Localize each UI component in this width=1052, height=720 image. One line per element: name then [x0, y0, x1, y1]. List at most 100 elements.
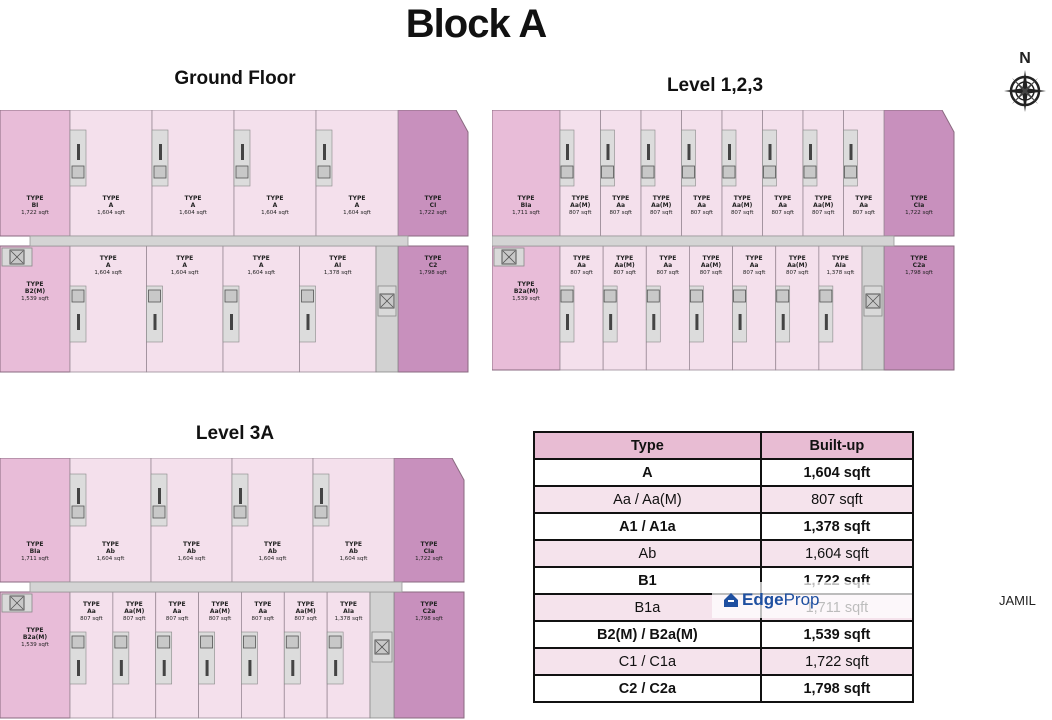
unit-area-label: 1,722 sqft — [419, 210, 448, 216]
wall-marker — [334, 660, 338, 676]
unit-code-label: BI — [32, 202, 39, 209]
unit-code-label: Aa — [778, 202, 787, 209]
corner-unit-bottom-right — [397, 245, 469, 373]
unit-area-label: 807 sqft — [166, 616, 189, 622]
wall-marker — [205, 660, 209, 676]
lift-icon — [152, 505, 166, 519]
corner-unit-top-right — [883, 110, 955, 237]
unit-type-label: TYPE — [264, 541, 281, 548]
unit-area-label: 1,604 sqft — [259, 556, 288, 562]
unit-area-label: 807 sqft — [812, 210, 835, 216]
unit-area-label: 1,798 sqft — [415, 616, 444, 622]
corner-unit-top-right — [397, 110, 469, 237]
lift-icon — [71, 289, 85, 303]
unit-type-label: TYPE — [616, 255, 633, 262]
unit-area-label: 1,604 sqft — [343, 210, 372, 216]
wall-marker — [738, 314, 742, 330]
unit-type-label: TYPE — [169, 601, 186, 608]
wall-marker — [647, 144, 650, 160]
unit-type-label: TYPE — [425, 255, 442, 262]
unit-type-cell: Ab — [533, 539, 762, 568]
wall-marker — [323, 144, 326, 160]
unit-area-label: 807 sqft — [609, 210, 632, 216]
unit-code-label: Ab — [349, 548, 359, 555]
lift-icon — [317, 165, 331, 179]
unit-code-label: Aa(M) — [296, 608, 316, 615]
unit-type-label: TYPE — [27, 541, 44, 548]
unit-area-label: 807 sqft — [613, 270, 636, 276]
corner-unit-bottom-right — [883, 245, 955, 371]
unit-area-label: 1,604 sqft — [97, 556, 126, 562]
unit-type-label: TYPE — [297, 601, 314, 608]
unit-area-label: 1,539 sqft — [21, 296, 50, 302]
unit-code-label: Aa(M) — [787, 262, 807, 269]
unit-type-label: TYPE — [27, 195, 44, 202]
wall-marker — [77, 488, 80, 504]
lift-icon — [819, 289, 833, 303]
lift-icon — [243, 635, 256, 649]
built-up-cell: 1,604 sqft — [759, 458, 915, 487]
corridor — [492, 235, 895, 247]
unit-area-label: 1,539 sqft — [21, 642, 50, 648]
lift-icon — [153, 165, 167, 179]
unit-area-label: 1,711 sqft — [512, 210, 541, 216]
unit-area-label: 1,604 sqft — [261, 210, 290, 216]
unit-area-label: 807 sqft — [80, 616, 103, 622]
compass-icon — [1004, 70, 1046, 112]
unit-area-label: 1,604 sqft — [179, 210, 208, 216]
unit-code-label: Aa — [750, 262, 759, 269]
unit-code-label: Aa(M) — [701, 262, 721, 269]
unit-area-label: 1,604 sqft — [97, 210, 126, 216]
wall-marker — [320, 488, 323, 504]
lift-cross — [375, 640, 389, 654]
corridor — [29, 235, 409, 247]
unit-area-label: 807 sqft — [569, 210, 592, 216]
unit-type-label: TYPE — [27, 281, 44, 288]
lift-icon — [601, 165, 614, 179]
unit-type-cell: B2(M) / B2a(M) — [533, 620, 762, 649]
wall-marker — [728, 144, 731, 160]
unit-area-label: 807 sqft — [123, 616, 146, 622]
wall-marker — [606, 144, 610, 160]
lift-icon — [233, 505, 247, 519]
ground-floor-title: Ground Floor — [174, 68, 296, 89]
unit-type-label: TYPE — [253, 255, 270, 262]
wall-marker — [824, 314, 828, 330]
corner-unit-top-left — [0, 458, 71, 583]
lift-icon — [641, 165, 655, 179]
lift-icon — [763, 165, 776, 179]
level-123-title: Level 1,2,3 — [666, 75, 764, 96]
wall-marker — [241, 144, 244, 160]
corner-unit-top-left — [492, 110, 561, 237]
unit-type-label: TYPE — [789, 255, 806, 262]
lift-icon — [235, 165, 249, 179]
unit-code-label: Ab — [187, 548, 197, 555]
corner-unit-bottom-left — [0, 245, 71, 373]
watermark-brand-prop: Prop — [783, 590, 820, 609]
lift-icon — [646, 289, 660, 303]
lift-icon — [224, 289, 238, 303]
table-row: B2(M) / B2a(M)1,539 sqft — [533, 620, 915, 649]
unit-code-label: AIa — [343, 608, 354, 615]
unit-area-label: 1,378 sqft — [335, 616, 364, 622]
wall-marker — [695, 314, 699, 330]
corner-unit-top-left — [0, 110, 71, 237]
unit-type-label: TYPE — [102, 541, 119, 548]
unit-type-label: TYPE — [425, 195, 442, 202]
unit-code-label: BIa — [521, 202, 532, 209]
corner-unit-top-right — [393, 458, 465, 583]
unit-code-label: Aa — [577, 262, 586, 269]
wall-marker — [153, 314, 157, 330]
lift-icon — [733, 289, 746, 303]
unit-type-label: TYPE — [774, 195, 791, 202]
unit-type-label: TYPE — [911, 195, 928, 202]
unit-code-label: A — [191, 202, 196, 209]
unit-type-label: TYPE — [183, 541, 200, 548]
lift-icon — [722, 165, 736, 179]
built-up-cell: 1,539 sqft — [759, 620, 915, 649]
